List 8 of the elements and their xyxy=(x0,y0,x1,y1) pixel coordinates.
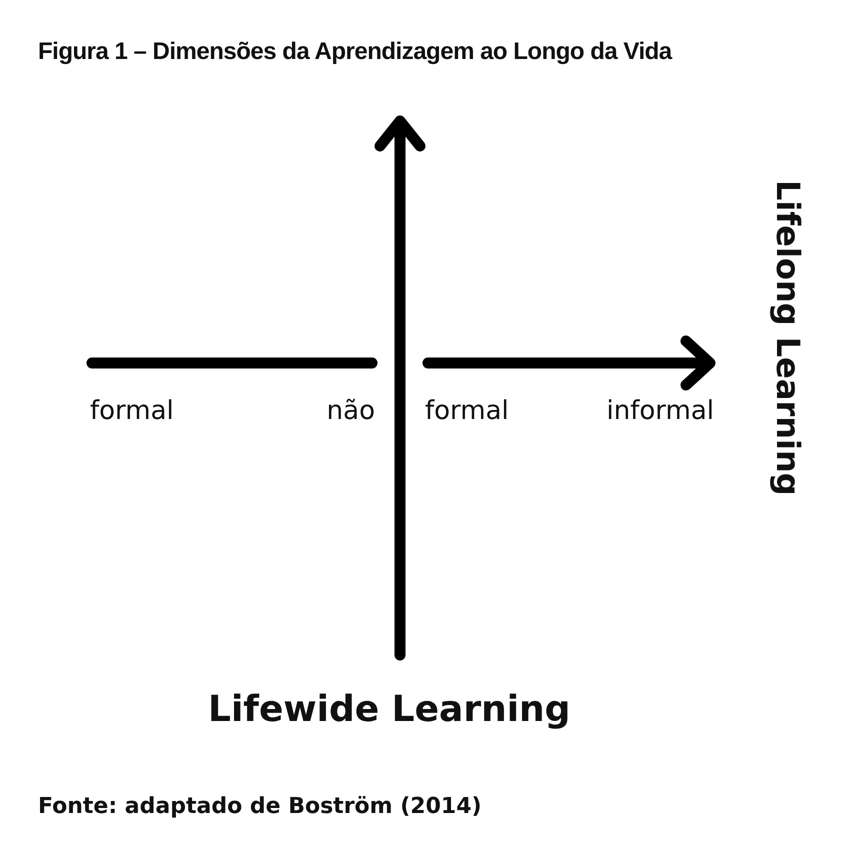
axis-tick-label: não xyxy=(326,398,375,424)
axis-tick-label: informal xyxy=(606,398,714,424)
axis-label: Lifewide Learning xyxy=(208,692,570,728)
figure-caption: Fonte: adaptado de Boström (2014) xyxy=(38,796,482,818)
axis-tick-label: formal xyxy=(90,398,174,424)
figure-title: Figura 1 – Dimensões da Aprendizagem ao Longo da Vida xyxy=(38,40,672,64)
axis-tick-label: formal xyxy=(425,398,509,424)
axis-label: Lifelong Learning xyxy=(772,180,804,496)
